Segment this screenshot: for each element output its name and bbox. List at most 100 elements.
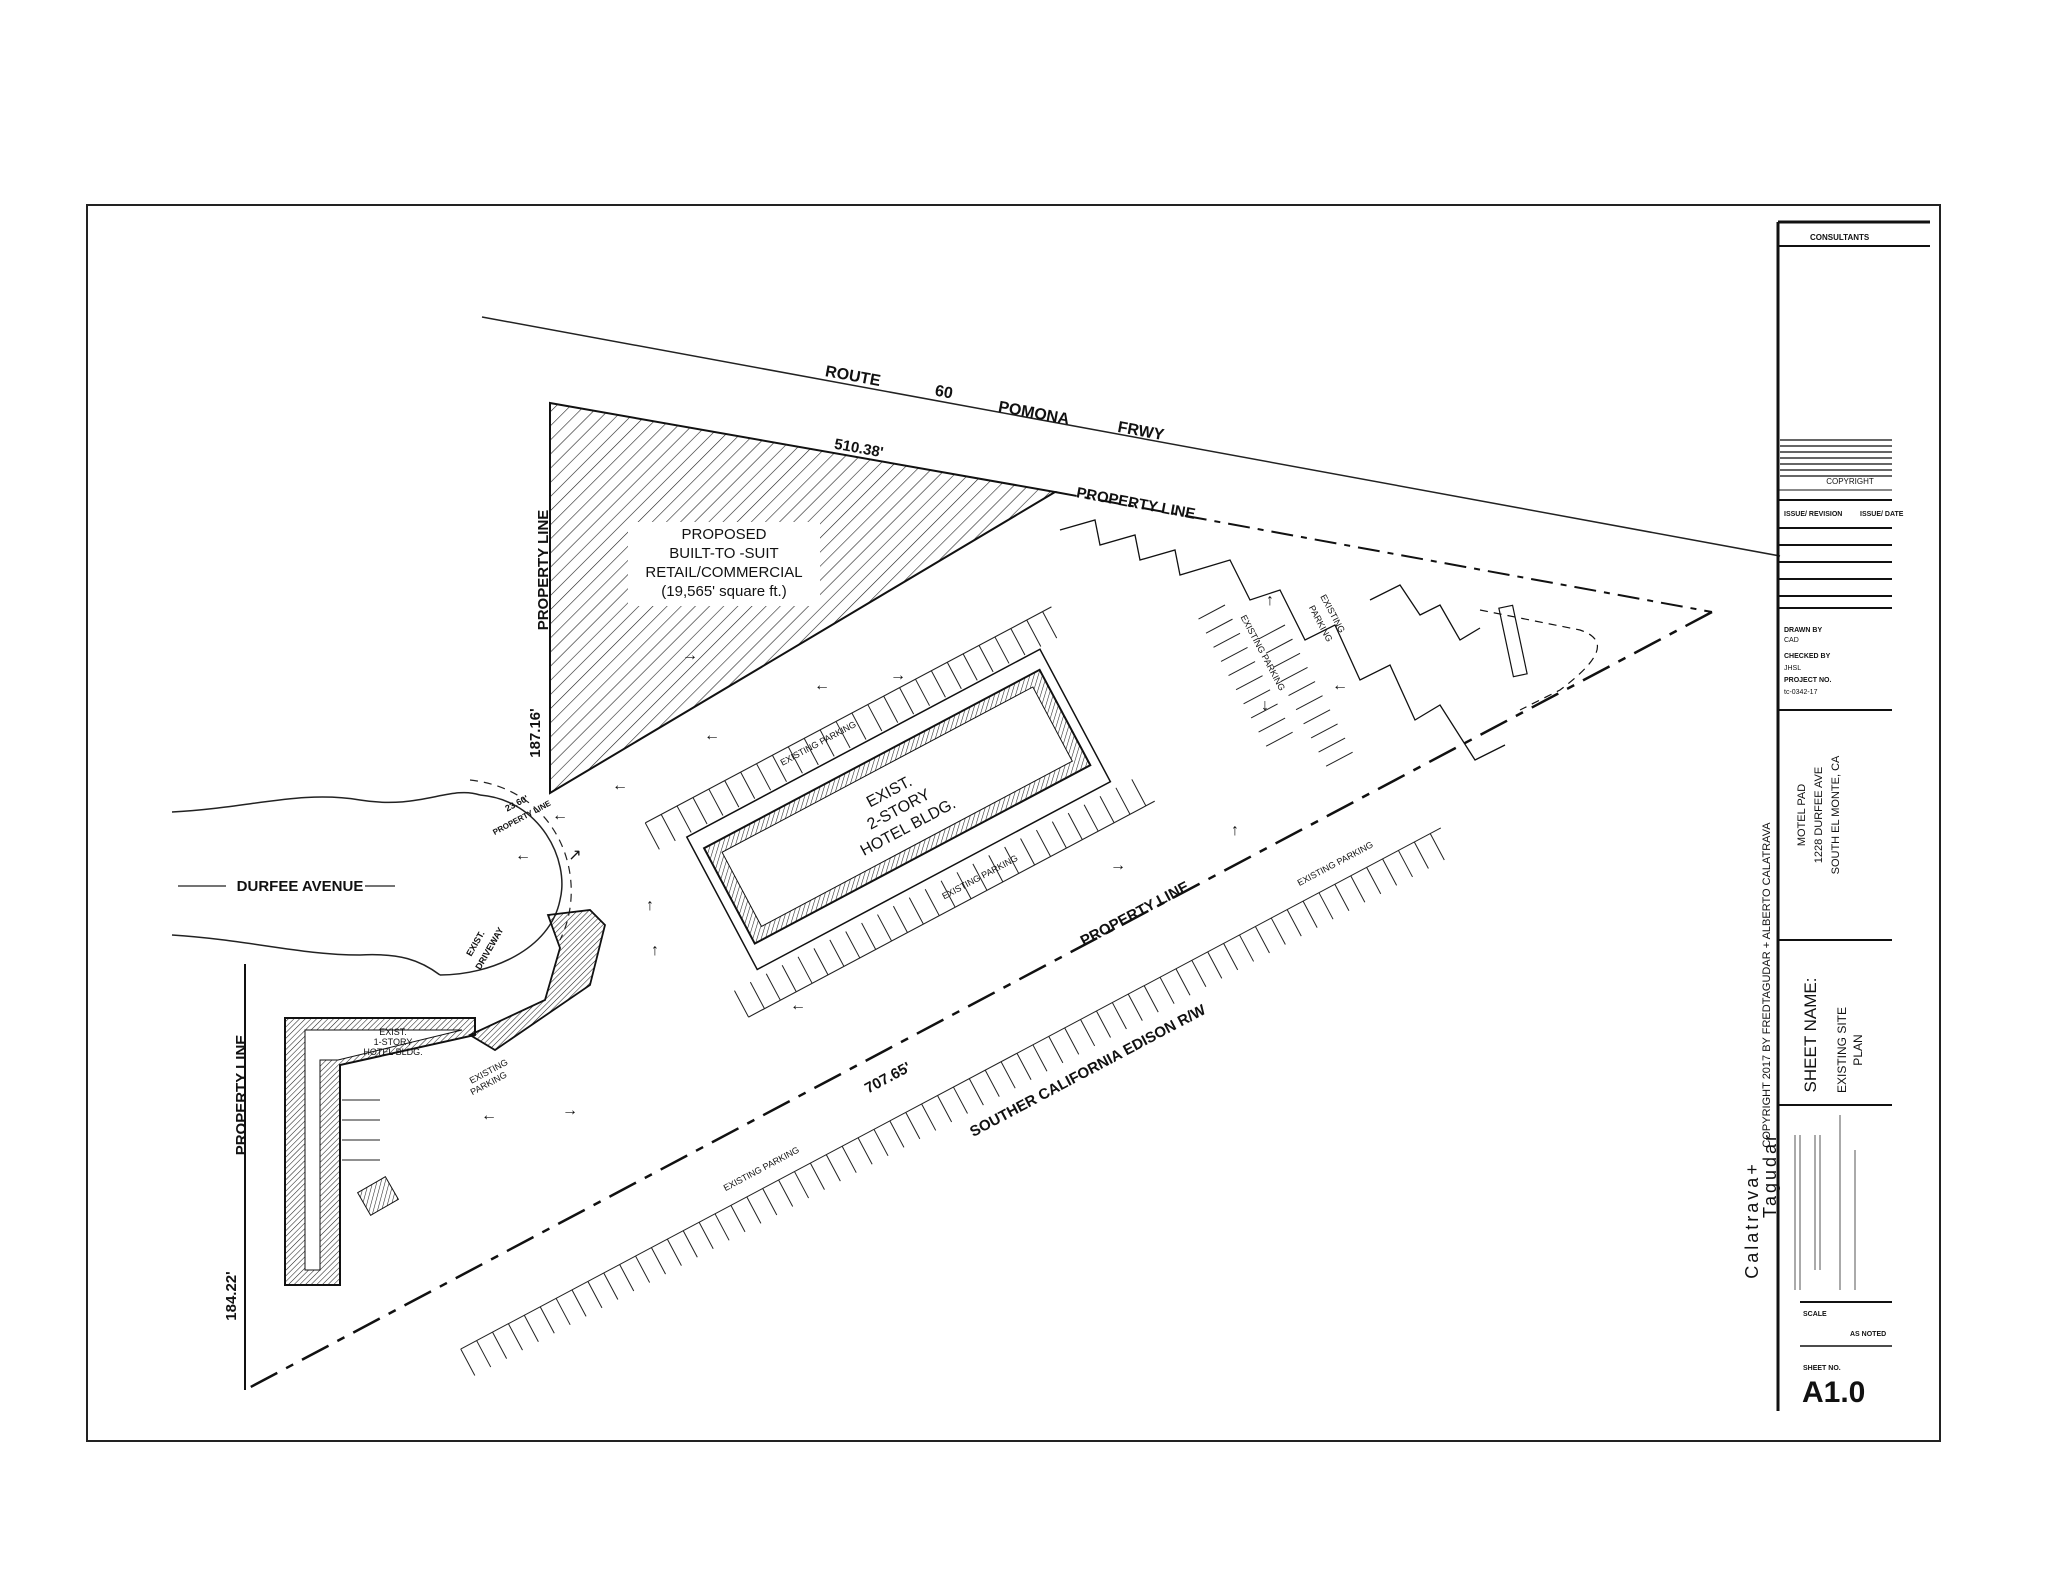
- parking-stall-line: [660, 814, 676, 842]
- parking-stall-line: [930, 670, 946, 698]
- sheet-no-label: SHEET NO.: [1803, 1365, 1841, 1372]
- parking-stall-line: [803, 738, 819, 766]
- parking-stall-line: [956, 872, 972, 900]
- parking-stall-line: [1235, 675, 1263, 691]
- parking-stall-line: [1067, 812, 1083, 840]
- parking-stall-line: [1280, 666, 1308, 682]
- parking-stall-line: [1302, 900, 1318, 928]
- durfee-road-bottom: [171, 934, 441, 976]
- copyright-fine-print: [1780, 439, 1892, 477]
- proposed-label-2: BUILT-TO -SUIT: [669, 545, 778, 562]
- stair-hatch: [356, 1176, 400, 1216]
- edison-row-label: SOUTHER CALIFORNIA EDISON R/W: [967, 1001, 1209, 1141]
- parking-stall-line: [1286, 909, 1302, 937]
- parking-label-north-of-hotel: EXISTING PARKING: [779, 719, 858, 767]
- parking-stall-line: [762, 1188, 778, 1216]
- parking-stall-line: [1228, 661, 1256, 677]
- parking-stall-line: [1239, 934, 1255, 962]
- parking-label-ne-1: EXISTING PARKING: [1239, 613, 1287, 692]
- issue-rows: [1778, 527, 1892, 609]
- parking-stall-line: [587, 1281, 603, 1309]
- parking-stall-line: [905, 1112, 921, 1140]
- parking-stall-line: [1083, 804, 1099, 832]
- svg-text:↑: ↑: [651, 942, 659, 959]
- parking-stall-line: [883, 695, 899, 723]
- parking-stall-line: [962, 653, 978, 681]
- parking-stall-line: [1273, 652, 1301, 668]
- parking-stall-line: [676, 805, 692, 833]
- parking-stall-line: [1295, 695, 1323, 711]
- parking-stall-line: [1318, 737, 1346, 753]
- parking-stall-line: [1051, 821, 1067, 849]
- parking-stall-line: [1080, 1019, 1096, 1047]
- svg-text:↑: ↑: [1266, 592, 1274, 609]
- parking-stall-line: [908, 897, 924, 925]
- parking-stall-line: [651, 1247, 666, 1275]
- parking-stall-line: [1288, 681, 1316, 697]
- parking-stall-line: [835, 721, 851, 749]
- parking-stall-line: [1036, 829, 1051, 857]
- parking-stall-line: [692, 797, 708, 825]
- west-parking-stalls: [342, 1099, 380, 1161]
- parking-stall-line: [1413, 841, 1429, 869]
- project-no-label: PROJECT NO.: [1784, 677, 1832, 684]
- dimension-south: 707.65': [862, 1059, 914, 1097]
- dimension-west-upper: 187.16': [527, 708, 544, 757]
- south-parking-row-edge: [460, 827, 1442, 1350]
- durfee-cul-de-sac: [439, 794, 563, 976]
- parking-stall-line: [778, 1179, 794, 1207]
- parking-stall-line: [1048, 1036, 1064, 1064]
- parking-stall-line: [809, 1162, 825, 1190]
- parking-stall-line: [1115, 787, 1131, 815]
- checked-by-value: JHSL: [1784, 665, 1801, 672]
- firm-name-1: Calatrava+: [1742, 1161, 1762, 1279]
- sheet-name-label: SHEET NAME:: [1801, 978, 1820, 1093]
- parking-stall-line: [988, 855, 1004, 883]
- parking-stall-line: [1020, 838, 1036, 866]
- dimension-west-lower: 184.22': [223, 1271, 240, 1320]
- parking-stall-line: [734, 990, 750, 1018]
- svg-text:←: ←: [814, 677, 830, 694]
- durfee-road-top: [171, 791, 481, 813]
- svg-text:→: →: [890, 667, 906, 684]
- cul-de-sac-dashed: [469, 779, 572, 941]
- parking-stall-line: [1265, 638, 1293, 654]
- parking-stall-line: [937, 1095, 953, 1123]
- parking-stall-line: [1270, 917, 1286, 945]
- parking-stall-line: [1350, 875, 1366, 903]
- hotel-1story-label-3: HOTEL BLDG.: [363, 1047, 422, 1057]
- parking-stall-line: [813, 948, 829, 976]
- parking-stall-line: [523, 1314, 539, 1342]
- parking-stall-line: [1198, 604, 1226, 620]
- parking-stall-line: [730, 1205, 746, 1233]
- parking-stall-line: [952, 1086, 968, 1114]
- parking-stall-line: [1042, 611, 1058, 639]
- scale-value: AS NOTED: [1850, 1331, 1886, 1338]
- svg-text:→: →: [1110, 857, 1126, 874]
- parking-stall-line: [1175, 968, 1191, 996]
- parking-stall-line: [555, 1298, 571, 1326]
- parking-stall-line: [851, 712, 867, 740]
- parking-stall-line: [1064, 1027, 1080, 1055]
- parking-stall-line: [845, 931, 861, 959]
- parking-stall-line: [825, 1154, 841, 1182]
- parking-stall-line: [682, 1230, 698, 1258]
- parking-stall-line: [765, 973, 781, 1001]
- project-address-2: SOUTH EL MONTE, CA: [1830, 755, 1842, 874]
- parking-stall-line: [899, 687, 915, 715]
- parking-stall-line: [1213, 632, 1241, 648]
- parking-stall-line: [644, 822, 660, 850]
- proposed-label-1: PROPOSED: [681, 526, 766, 543]
- svg-text:←: ←: [1332, 677, 1348, 694]
- parking-stall-line: [460, 1348, 476, 1376]
- parking-stall-line: [619, 1264, 635, 1292]
- parking-stall-line: [1127, 993, 1143, 1021]
- parking-stall-line: [1243, 689, 1271, 705]
- parking-stall-line: [946, 662, 962, 690]
- sheet-border: [86, 204, 1941, 1442]
- parking-stall-line: [1032, 1044, 1048, 1072]
- parking-stall-line: [1303, 709, 1331, 725]
- parking-stall-line: [873, 1129, 889, 1157]
- parking-stall-line: [994, 636, 1010, 664]
- parking-stall-line: [841, 1145, 857, 1173]
